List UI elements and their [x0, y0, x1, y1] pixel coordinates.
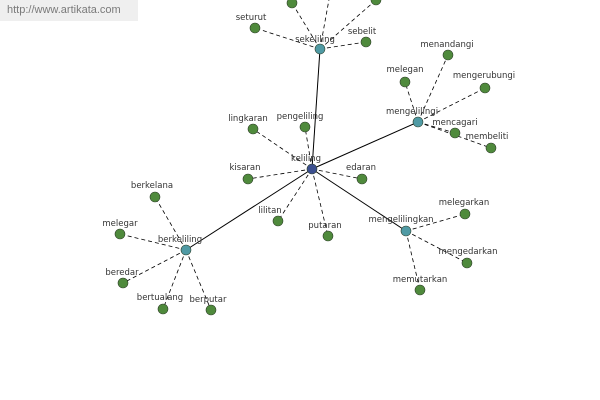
edge-keliling-mengelilingkan — [311, 168, 407, 232]
edge-berkeliling-bertualang — [162, 249, 187, 310]
edge-sekeliling-sek_top2 — [319, 0, 330, 50]
node-label-mengelilingi: mengelilingi — [386, 107, 438, 117]
node-label-seturut: seturut — [236, 13, 267, 23]
node-label-mengerubungi: mengerubungi — [453, 71, 515, 81]
node-label-kisaran: kisaran — [229, 163, 260, 173]
leaf-node-lilitan[interactable] — [272, 215, 284, 227]
leaf-node-mengedarkan[interactable] — [461, 257, 473, 269]
node-label-mencagari: mencagari — [432, 118, 477, 128]
edge-sekeliling-sek_top3 — [319, 0, 377, 50]
edge-keliling-mengelilingi — [311, 121, 419, 170]
leaf-node-menandangi[interactable] — [442, 49, 454, 61]
node-label-keliling: keliling — [291, 154, 321, 164]
edge-mengelilingi-melegan — [404, 81, 419, 123]
hub-node-mengelilingkan[interactable] — [400, 225, 412, 237]
leaf-node-edaran[interactable] — [356, 173, 368, 185]
edge-keliling-pengeliling — [304, 126, 313, 170]
center-node-keliling[interactable] — [306, 163, 318, 175]
nodes-layer — [114, 0, 497, 316]
node-label-melegarkan: melegarkan — [439, 198, 490, 208]
edge-keliling-berkeliling — [185, 168, 313, 251]
edge-berkeliling-melegar — [119, 233, 187, 251]
leaf-node-sek_top3[interactable] — [370, 0, 382, 6]
edge-sekeliling-seturut — [254, 27, 321, 50]
node-label-beredar: beredar — [105, 268, 139, 278]
labels-layer: keliling sekeliling mengelilingi mengelilin… — [102, 13, 515, 305]
node-label-melegar: melegar — [102, 219, 138, 229]
leaf-node-sebelit[interactable] — [360, 36, 372, 48]
edge-mengelilingkan-mengedarkan — [405, 230, 468, 264]
node-label-putaran: putaran — [308, 221, 341, 231]
leaf-node-berputar[interactable] — [205, 304, 217, 316]
leaf-node-berkelana[interactable] — [149, 191, 161, 203]
leaf-node-putaran[interactable] — [322, 230, 334, 242]
node-label-berputar: berputar — [190, 295, 227, 305]
edge-keliling-lingkaran — [252, 128, 313, 170]
node-label-membeliti: membeliti — [466, 132, 509, 142]
leaf-node-beredar[interactable] — [117, 277, 129, 289]
edge-mengelilingkan-memutarkan — [405, 230, 421, 291]
edge-mengelilingkan-melegarkan — [405, 213, 466, 232]
leaf-node-mengerubungi[interactable] — [479, 82, 491, 94]
leaf-node-melegarkan[interactable] — [459, 208, 471, 220]
edge-sekeliling-sek_top1 — [291, 2, 321, 50]
node-label-mengedarkan: mengedarkan — [439, 247, 498, 257]
leaf-node-seturut[interactable] — [249, 22, 261, 34]
edge-berkeliling-berkelana — [154, 196, 187, 251]
edge-mengelilingi-mengerubungi — [417, 87, 486, 123]
hub-node-berkeliling[interactable] — [180, 244, 192, 256]
node-label-sekeliling: sekeliling — [295, 35, 335, 45]
leaf-node-melegan[interactable] — [399, 76, 411, 88]
leaf-node-sek_top1[interactable] — [286, 0, 298, 9]
node-label-pengeliling: pengeliling — [277, 112, 324, 122]
leaf-node-kisaran[interactable] — [242, 173, 254, 185]
node-label-lingkaran: lingkaran — [228, 114, 268, 124]
node-label-mengelilingkan: mengelilingkan — [368, 215, 433, 225]
node-label-menandangi: menandangi — [420, 40, 473, 50]
edge-mengelilingi-menandangi — [417, 54, 449, 123]
node-label-berkelana: berkelana — [131, 181, 173, 191]
node-label-berkeliling: berkeliling — [158, 235, 202, 245]
leaf-node-memutarkan[interactable] — [414, 284, 426, 296]
node-label-edaran: edaran — [346, 163, 376, 173]
hub-node-sekeliling[interactable] — [314, 43, 326, 55]
watermark-url: http://www.artikata.com — [0, 0, 138, 21]
leaf-node-pengeliling[interactable] — [299, 121, 311, 133]
edge-keliling-sekeliling — [311, 48, 321, 170]
edge-berkeliling-beredar — [122, 249, 187, 284]
node-label-memutarkan: memutarkan — [393, 275, 448, 285]
node-label-sebelit: sebelit — [348, 27, 377, 37]
leaf-node-bertualang[interactable] — [157, 303, 169, 315]
leaf-node-lingkaran[interactable] — [247, 123, 259, 135]
edge-keliling-putaran — [311, 168, 329, 237]
leaf-node-membeliti[interactable] — [485, 142, 497, 154]
edge-keliling-edaran — [311, 168, 363, 180]
leaf-node-melegar[interactable] — [114, 228, 126, 240]
edge-keliling-lilitan — [277, 168, 313, 222]
node-label-bertualang: bertualang — [137, 293, 183, 303]
edge-berkeliling-berputar — [185, 249, 212, 311]
edge-keliling-kisaran — [247, 168, 313, 180]
leaf-node-mencagari[interactable] — [449, 127, 461, 139]
hub-node-mengelilingi[interactable] — [412, 116, 424, 128]
node-label-melegan: melegan — [386, 65, 423, 75]
node-label-lilitan: lilitan — [258, 206, 281, 216]
edge-sekeliling-sebelit — [319, 41, 367, 50]
